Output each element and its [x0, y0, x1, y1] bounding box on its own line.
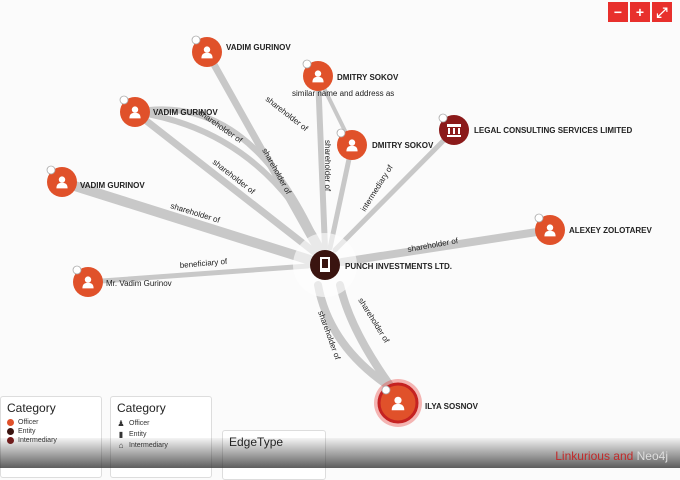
legend-label: Officer [129, 420, 150, 427]
legend-label: Intermediary [18, 437, 57, 444]
legend-item: ▮ Entity [117, 430, 205, 439]
edges [57, 48, 554, 396]
node-alexey-zolotarev[interactable]: ALEXEY ZOLOTAREV [534, 213, 652, 245]
legend-title: EdgeType [229, 435, 284, 449]
legend-item: Intermediary [7, 437, 95, 444]
node-label: DMITRY SOKOV [372, 141, 434, 150]
brand-text-2: Neo4j [636, 449, 668, 463]
node-dmitry-sokov-1[interactable]: DMITRY SOKOV [302, 59, 399, 91]
legend-title: Category [7, 401, 56, 415]
node-dmitry-sokov-2[interactable]: DMITRY SOKOV [336, 128, 434, 160]
node-label: VADIM GURINOV [80, 181, 145, 190]
legend-item: Entity [7, 428, 95, 435]
node-label: ILYA SOSNOV [425, 402, 479, 411]
edge[interactable] [327, 142, 355, 251]
node-label: LEGAL CONSULTING SERVICES LIMITED [474, 126, 632, 135]
legend-item: ♟ Officer [117, 419, 205, 428]
intermediary-dot-icon [7, 437, 14, 444]
graph-controls: − + ⤢ [608, 2, 672, 22]
node-vadim-gurinov-3[interactable]: VADIM GURINOV [46, 165, 145, 197]
legend-label: Entity [129, 431, 147, 438]
node-label: Mr. Vadim Gurinov [106, 279, 172, 288]
edge[interactable] [315, 73, 328, 251]
node-mr-vadim-gurinov[interactable]: Mr. Vadim Gurinov [72, 265, 172, 297]
zoom-in-button[interactable]: + [630, 2, 650, 22]
legend-category-colors: Category Officer Entity Intermediary [0, 396, 102, 478]
node-ilya-sosnov[interactable]: ILYA SOSNOV [374, 379, 479, 427]
officer-dot-icon [7, 419, 14, 426]
edge[interactable] [332, 127, 457, 253]
brand-watermark: Linkurious and Neo4j [555, 449, 668, 463]
building-icon: ▮ [118, 430, 124, 439]
edge[interactable] [85, 263, 311, 285]
edge[interactable] [338, 226, 554, 266]
node-vadim-gurinov-1[interactable]: VADIM GURINOV [191, 35, 291, 67]
edge[interactable] [131, 108, 322, 259]
edge-label: shareholder of [264, 94, 310, 133]
node-label: DMITRY SOKOV [337, 73, 399, 82]
zoom-out-button[interactable]: − [608, 2, 628, 22]
edge-label: beneficiary of [179, 257, 228, 270]
legend-label: Intermediary [129, 442, 168, 449]
node-legal-consulting[interactable]: LEGAL CONSULTING SERVICES LIMITED [438, 113, 632, 145]
node-label: ALEXEY ZOLOTAREV [569, 226, 652, 235]
graph-canvas[interactable]: similar name and address as shareholder … [0, 0, 680, 468]
person-icon: ♟ [117, 419, 125, 428]
edge-label: shareholder of [323, 140, 332, 192]
node-punch-investments[interactable]: PUNCH INVESTMENTS LTD. [293, 233, 452, 297]
edge-label: similar name and address as [292, 89, 394, 98]
legend-title: Category [117, 401, 166, 415]
legend-label: Entity [18, 428, 36, 435]
edge[interactable] [132, 109, 325, 253]
node-label: VADIM GURINOV [153, 108, 218, 117]
edge[interactable] [57, 177, 315, 265]
edge[interactable] [336, 281, 396, 392]
legend-category-icons: Category ♟ Officer ▮ Entity ⌂ Intermediary [110, 396, 212, 478]
legend-item: Officer [7, 419, 95, 426]
entity-dot-icon [7, 428, 14, 435]
brand-text: Linkurious and [555, 449, 637, 463]
node-label: VADIM GURINOV [226, 43, 291, 52]
legend-item: ⌂ Intermediary [117, 441, 205, 450]
bank-icon: ⌂ [118, 441, 124, 450]
node-label: PUNCH INVESTMENTS LTD. [345, 262, 452, 271]
legend-label: Officer [18, 419, 39, 426]
fullscreen-button[interactable]: ⤢ [652, 2, 672, 22]
node-vadim-gurinov-2[interactable]: VADIM GURINOV [119, 95, 218, 127]
legend-edge-type: EdgeType [222, 430, 326, 480]
